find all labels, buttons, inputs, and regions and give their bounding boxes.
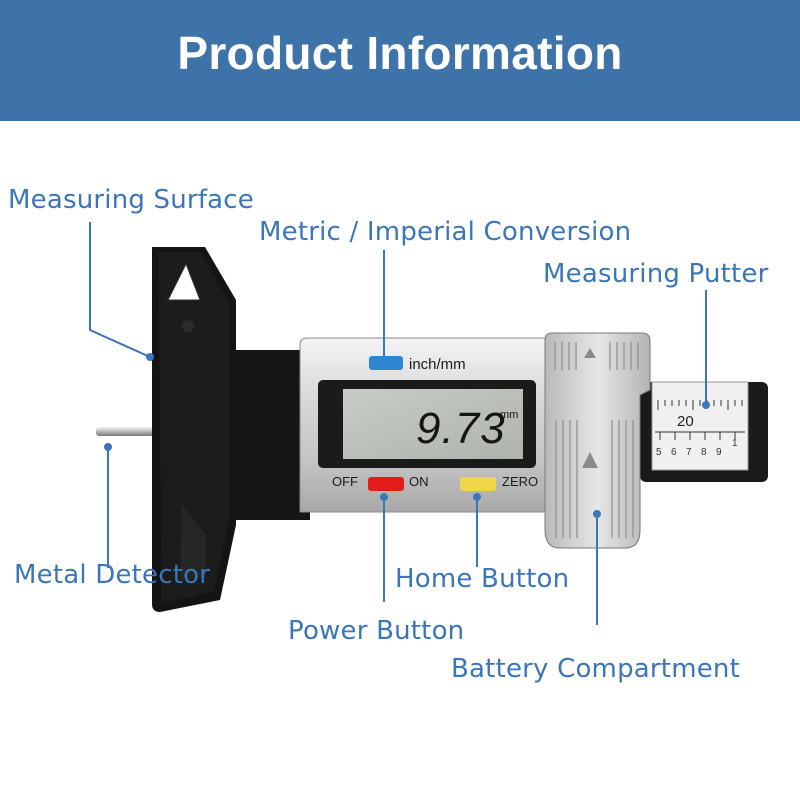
base-grip — [180, 505, 206, 580]
power-button[interactable] — [368, 477, 404, 491]
metal-detector-pin — [96, 427, 154, 436]
ruler-tick-label: 8 — [701, 447, 707, 458]
leader-dot — [593, 510, 601, 518]
leader-dot — [380, 493, 388, 501]
callout-measuring-putter: Measuring Putter — [543, 259, 769, 289]
base-screw — [182, 320, 194, 332]
ruler-tick-marks — [655, 400, 745, 440]
lcd-screen — [343, 389, 523, 459]
page-title: Product Information — [177, 27, 623, 79]
ruler-tick-label: 6 — [671, 447, 677, 458]
callout-power-button: Power Button — [288, 616, 465, 646]
ruler-tick-label: 5 — [656, 447, 662, 458]
header-banner: Product Information — [0, 0, 800, 121]
ruler-tick-label: 9 — [716, 447, 722, 458]
lcd-reading: 9.73 — [416, 404, 506, 453]
gauge-neck — [230, 350, 310, 520]
on-label: ON — [409, 474, 429, 489]
callout-metric-imperial-conversion: Metric / Imperial Conversion — [259, 217, 632, 247]
lcd-unit: mm — [500, 409, 518, 421]
zero-button[interactable] — [460, 477, 496, 491]
callout-measuring-surface: Measuring Surface — [8, 185, 254, 215]
ruler-tick-label: 1 — [732, 438, 738, 449]
unit-toggle-label: inch/mm — [409, 356, 466, 373]
base-slot — [167, 262, 201, 301]
off-label: OFF — [332, 474, 358, 489]
measuring-putter-ruler — [651, 381, 749, 471]
battery-compartment-slide — [544, 332, 651, 549]
leader-measuring-surface — [89, 222, 151, 358]
callout-home-button: Home Button — [395, 564, 570, 594]
leader-dot — [104, 443, 112, 451]
leader-dot — [146, 353, 154, 361]
callout-metal-detector: Metal Detector — [14, 560, 211, 590]
callout-battery-compartment: Battery Compartment — [451, 654, 741, 684]
zero-label: ZERO — [502, 474, 538, 489]
ruler-scale-label: 20 — [677, 413, 694, 430]
leader-dot — [473, 493, 481, 501]
ruler-tick-label: 7 — [686, 447, 692, 458]
leader-dot — [702, 401, 710, 409]
slide-arrow-icon — [582, 452, 598, 468]
slide-arrow-icon — [584, 348, 596, 358]
measuring-base-highlight — [158, 252, 229, 603]
unit-toggle-button[interactable] — [369, 356, 403, 370]
slide-grip-ridges — [554, 342, 639, 538]
